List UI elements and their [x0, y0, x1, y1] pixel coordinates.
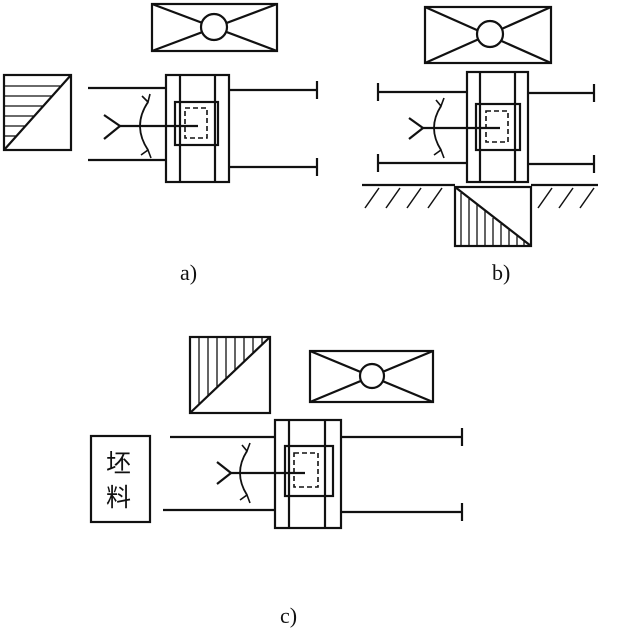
floor-b — [362, 183, 598, 209]
gripper-arm-c-icon — [216, 442, 305, 504]
label-a: a) — [180, 260, 197, 285]
gripper-arm-b-icon — [408, 97, 500, 159]
blank-material-char: 坯 — [106, 449, 131, 478]
crane-unit-b-icon — [423, 5, 553, 65]
rails-a — [88, 81, 319, 176]
stock-pit-b-icon — [453, 185, 533, 248]
diagram-a — [2, 2, 319, 184]
stock-magazine-c-icon — [188, 335, 272, 415]
blank-material-box — [89, 434, 152, 524]
diagram-b — [362, 5, 598, 248]
machine-unit-c-icon — [273, 418, 343, 530]
crane-unit-c-icon — [308, 349, 435, 404]
stock-magazine-a-icon — [2, 73, 73, 152]
label-c: c) — [280, 603, 297, 628]
gripper-arm-a-icon — [103, 93, 198, 159]
blank-material-label: 坯料 — [106, 449, 131, 512]
rails-c — [163, 428, 464, 521]
label-b: b) — [492, 260, 510, 285]
machine-unit-a-icon — [164, 73, 231, 184]
rails-b — [376, 83, 596, 173]
crane-unit-a-icon — [150, 2, 279, 53]
diagram-c — [89, 335, 464, 530]
blank-material-char: 料 — [106, 483, 131, 512]
